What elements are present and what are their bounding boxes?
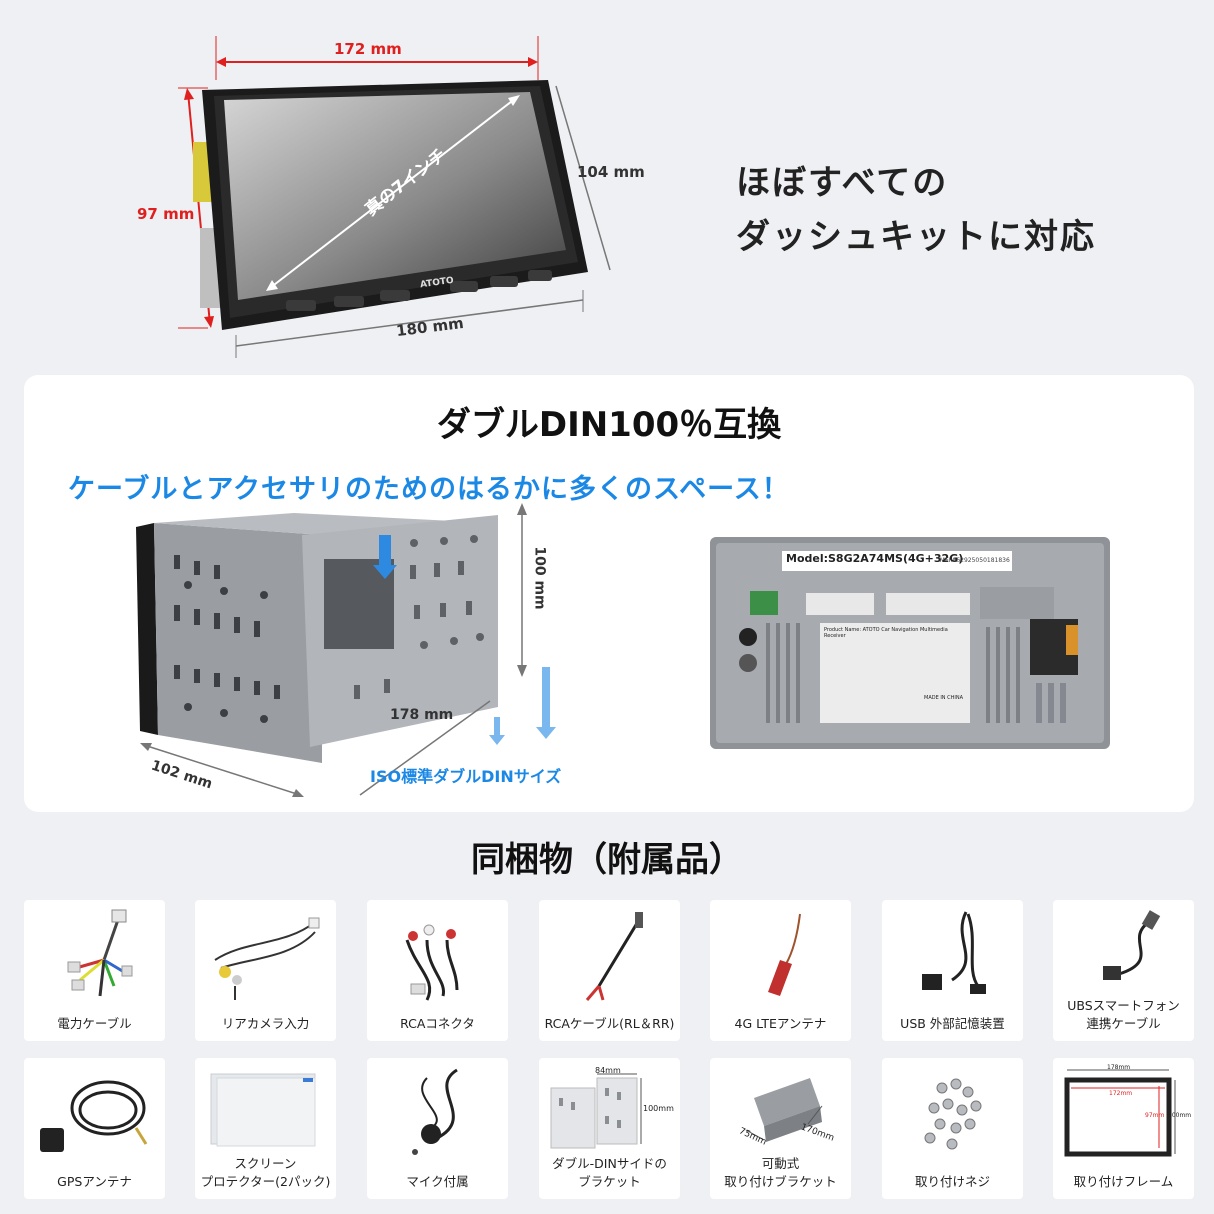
dim-depth-178: 178 mm: [390, 707, 454, 723]
accessory-tile-rca-cable: RCAケーブル(RL＆RR): [539, 900, 680, 1041]
accessory-tile-smartphone-cable: UBSスマートフォン 連携ケーブル: [1053, 900, 1194, 1041]
card-title: ダブルDIN100％互換: [436, 405, 782, 445]
accessory-tile-rear-camera: リアカメラ入力: [195, 900, 336, 1041]
accessory-tile-screws: 取り付けネジ: [882, 1058, 1023, 1199]
accessory-tile-screen-protector: スクリーン プロテクター(2パック): [195, 1058, 336, 1199]
rear-camera-input-icon: [214, 917, 320, 1000]
dim-height-left: 97 mm: [137, 205, 195, 223]
accessory-label: 電力ケーブル: [57, 1016, 132, 1031]
accessory-tile-rca-connector: RCAコネクタ: [367, 900, 508, 1041]
accessory-tile-microphone: マイク付属: [367, 1058, 508, 1199]
gps-antenna-icon: [40, 1080, 148, 1152]
made-in-label: MADE IN CHINA: [924, 695, 964, 701]
dim-height-100: 100 mm: [531, 546, 548, 610]
accessory-tile-frame: 178mm 172mm 97mm 100mm 取り付けフレーム: [1053, 1058, 1194, 1199]
frame-outer-height: 100mm: [1168, 1112, 1192, 1119]
side-bracket-icon: [550, 1073, 642, 1149]
side-bracket-height: 100mm: [643, 1104, 674, 1113]
accessories-title: 同梱物（附属品）: [471, 840, 743, 880]
accessory-label: 取り付けフレーム: [1073, 1174, 1174, 1189]
accessory-label: GPSアンテナ: [57, 1174, 132, 1189]
accessory-tile-power-cable: 電力ケーブル: [24, 900, 165, 1041]
side-bracket-width: 84mm: [595, 1066, 621, 1075]
rear-panel-illustration: [710, 537, 1110, 749]
accessory-label: RCAケーブル(RL＆RR): [544, 1016, 675, 1031]
accessory-label: マイク付属: [406, 1174, 469, 1189]
smartphone-cable-icon: [1103, 910, 1161, 980]
rca-cable-icon: [585, 912, 643, 1001]
accessory-label: UBSスマートフォン 連携ケーブル: [1067, 998, 1180, 1031]
product-name-label: Product Name: ATOTO Car Navigation Multi…: [824, 627, 948, 639]
frame-icon: [1064, 1069, 1176, 1157]
accessory-label: 可動式 取り付けブラケット: [724, 1156, 837, 1189]
accessory-tile-movable-bracket: 75mm 170mm 可動式 取り付けブラケット: [710, 1058, 851, 1199]
accessory-label: ダブル-DINサイドの ブラケット: [552, 1156, 667, 1189]
accessory-label: リアカメラ入力: [221, 1016, 310, 1031]
microphone-icon: [412, 1068, 458, 1155]
dim-width-top: 172 mm: [334, 40, 402, 58]
headline-line-2: ダッシュキットに対応: [736, 217, 1096, 257]
frame-outer-width: 178mm: [1107, 1064, 1131, 1071]
accessory-tile-usb: USB 外部記憶装置: [882, 900, 1023, 1041]
power-cable-icon: [67, 909, 133, 997]
headline-line-1: ほぼすべての: [736, 163, 949, 203]
accessory-tile-side-bracket: 84mm 100mm ダブル-DINサイドの ブラケット: [539, 1058, 680, 1199]
rca-connector-icon: [405, 924, 459, 1001]
head-unit-front-illustration: [178, 36, 611, 358]
accessory-tile-gps: GPSアンテナ: [24, 1058, 165, 1199]
dim-height-right: 104 mm: [577, 163, 645, 181]
accessory-label: 4G LTEアンテナ: [734, 1016, 827, 1031]
screen-protector-icon: [210, 1073, 316, 1147]
movable-bracket-icon: [745, 1078, 823, 1142]
accessory-tile-lte-antenna: 4G LTEアンテナ: [710, 900, 851, 1041]
double-din-card: ダブルDIN100％互換 ケーブルとアクセサリのためのはるかに多くのスペース！: [24, 375, 1194, 812]
accessory-label: USB 外部記憶装置: [900, 1016, 1005, 1031]
iso-label: ISO標準ダブルDINサイズ: [370, 767, 562, 786]
lte-antenna-icon: [768, 913, 801, 996]
accessory-label: RCAコネクタ: [400, 1016, 475, 1031]
accessory-label: スクリーン プロテクター(2パック): [200, 1156, 331, 1189]
model-label: Model:S8G2A74MS(4G+32G): [786, 552, 964, 565]
headline: ほぼすべての ダッシュキットに対応: [736, 156, 1096, 264]
accessory-label: 取り付けネジ: [914, 1174, 990, 1189]
screws-icon: [924, 1078, 982, 1150]
frame-inner-width: 172mm: [1109, 1090, 1133, 1097]
top-section: 172 mm 97 mm 104 mm 180 mm 真の7インチ ATOTO …: [0, 0, 1214, 370]
imei-label: IMEI:862925050181836: [938, 557, 1010, 564]
frame-inner-height: 97mm: [1145, 1112, 1165, 1119]
chassis-side-illustration: [136, 503, 556, 797]
card-subtitle: ケーブルとアクセサリのためのはるかに多くのスペース！: [68, 474, 790, 505]
usb-cable-icon: [922, 911, 986, 994]
